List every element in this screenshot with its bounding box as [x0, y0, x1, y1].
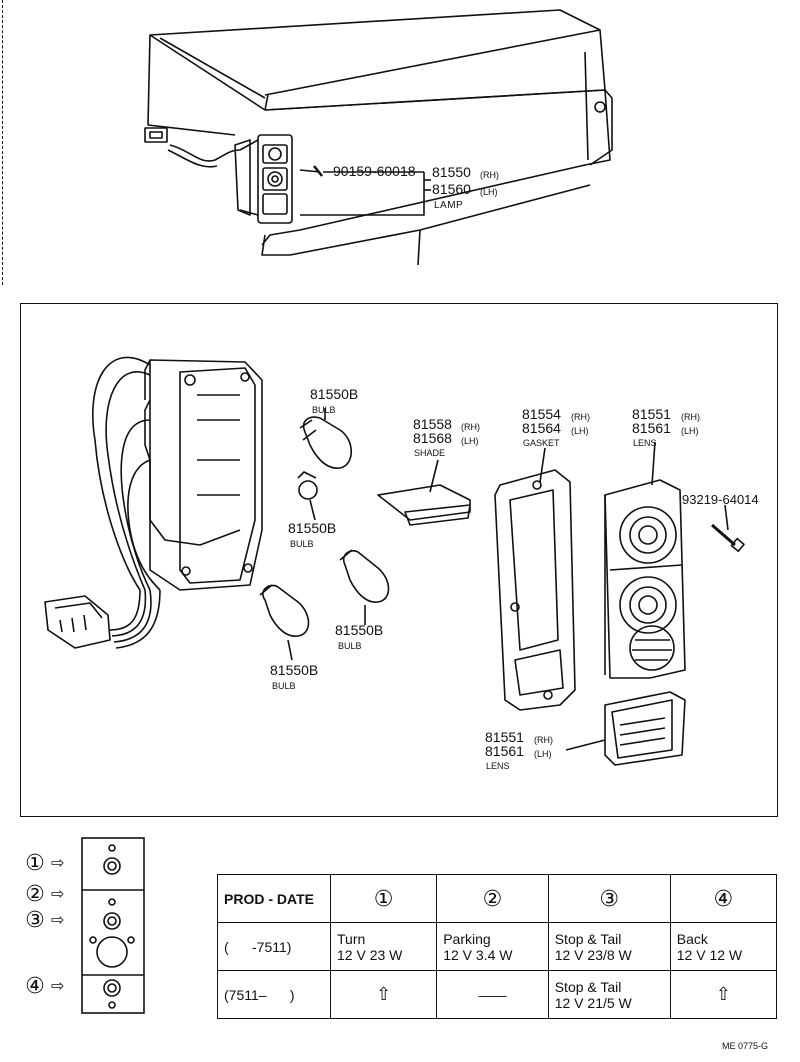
- tailgate-top: [149, 9, 606, 111]
- bulb-top-shape: [299, 416, 353, 469]
- right-arrow-icon: ⇨: [51, 978, 65, 995]
- right-arrow-icon: ⇨: [51, 912, 65, 929]
- callout-number: ③: [25, 907, 45, 932]
- footer-code: ME 0775-G: [722, 1041, 769, 1051]
- callout-number: ④: [25, 973, 45, 998]
- shade-word: SHADE: [414, 448, 446, 458]
- bulb-low-part: 81550B: [270, 662, 319, 678]
- bulb-small-part: 81550B: [288, 520, 337, 536]
- detail-frame: [20, 303, 778, 817]
- row2-col3: Stop & Tail 12 V 21/5 W: [547, 970, 671, 1019]
- lens-lower-rh-part: 81551: [485, 729, 524, 745]
- screw-shape: [711, 523, 745, 553]
- margin-dashed-line: [2, 0, 3, 285]
- lamp-body: [149, 359, 263, 591]
- lamp-rh-side: (RH): [480, 170, 499, 180]
- cell-line: 12 V 23/8 W: [554, 946, 632, 963]
- cell-line: Stop & Tail: [554, 978, 622, 995]
- gasket-rh-part: 81554: [522, 406, 561, 422]
- gasket-lh-side: (LH): [571, 426, 589, 436]
- bulb-small-shape: [297, 471, 318, 500]
- cell-line: 12 V 21/5 W: [554, 994, 632, 1011]
- cell-line: 12 V 23 W: [337, 946, 403, 963]
- row1-col3: Stop & Tail 12 V 23/8 W: [547, 922, 671, 971]
- cell-line: 12 V 3.4 W: [443, 946, 513, 963]
- header-col-1: ①: [329, 874, 438, 923]
- up-arrow-icon: ⇧: [329, 970, 438, 1019]
- bulb-top-part: 81550B: [310, 386, 359, 402]
- row2-date: (7511– ): [217, 970, 331, 1019]
- lens-upper-word: LENS: [633, 438, 657, 448]
- bulb-mid-shape: [339, 549, 390, 603]
- header-col-3: ③: [547, 874, 671, 923]
- gasket-word: GASKET: [523, 438, 560, 448]
- bulb-mid-part: 81550B: [335, 622, 384, 638]
- cell-line: Parking: [443, 930, 491, 947]
- header-prod-date: PROD - DATE: [217, 874, 331, 923]
- callout-3: ③ ⇨: [25, 907, 65, 932]
- cell-line: Back: [676, 930, 708, 947]
- up-arrow-icon: ⇧: [669, 970, 778, 1019]
- lens-upper-lh-part: 81561: [632, 420, 671, 436]
- gasket-rh-side: (RH): [571, 412, 590, 422]
- socket-strip: [81, 837, 145, 1014]
- gasket-shape: [494, 469, 576, 711]
- shade-lh-part: 81568: [413, 430, 452, 446]
- row1-date: ( -7511): [217, 922, 331, 971]
- bulb-mid-word: BULB: [338, 641, 362, 651]
- dash-cell: ——: [436, 970, 549, 1019]
- table-row: ( -7511) Turn 12 V 23 W Parking 12 V 3.4…: [217, 922, 778, 971]
- header-col-2: ②: [436, 874, 549, 923]
- lamp-rh-part: 81550: [432, 164, 471, 180]
- bulb-spec-table: PROD - DATE ① ② ③ ④ ( -7511) Turn 12 V 2…: [217, 874, 778, 1019]
- lamp-lh-part: 81560: [432, 181, 471, 197]
- cell-line: Turn: [337, 930, 366, 947]
- callout-4: ④ ⇨: [25, 973, 65, 998]
- lens-lower-word: LENS: [486, 761, 510, 771]
- shade-shape: [377, 484, 471, 526]
- shade-rh-side: (RH): [461, 422, 480, 432]
- lens-lower-lh-side: (LH): [534, 749, 552, 759]
- lens-lower-lh-part: 81561: [485, 743, 524, 759]
- cell-line: Stop & Tail: [554, 930, 622, 947]
- lens-upper-shape: [604, 479, 686, 679]
- bulb-low-word: BULB: [272, 681, 296, 691]
- callout-2: ② ⇨: [25, 881, 65, 906]
- row1-col2: Parking 12 V 3.4 W: [436, 922, 549, 971]
- lens-lower-rh-side: (RH): [534, 735, 553, 745]
- lens-upper-lh-side: (LH): [681, 426, 699, 436]
- right-arrow-icon: ⇨: [51, 855, 65, 872]
- lamp-lh-side: (LH): [480, 187, 498, 197]
- callout-1: ① ⇨: [25, 850, 65, 875]
- right-arrow-icon: ⇨: [51, 886, 65, 903]
- lamp-word: LAMP: [434, 200, 464, 211]
- bulb-low-shape: [259, 584, 310, 637]
- shade-rh-part: 81558: [413, 416, 452, 432]
- lens-lower-shape: [604, 691, 686, 766]
- table-header-row: PROD - DATE ① ② ③ ④: [217, 874, 778, 923]
- callout-number: ①: [25, 850, 45, 875]
- callout-number: ②: [25, 881, 45, 906]
- lens-upper-rh-part: 81551: [632, 406, 671, 422]
- bulb-top-word: BULB: [312, 405, 336, 415]
- row1-col1: Turn 12 V 23 W: [329, 922, 438, 971]
- bulb-small-word: BULB: [290, 539, 314, 549]
- shade-lh-side: (LH): [461, 436, 479, 446]
- bolt-part-number: 90159-60018: [333, 163, 416, 179]
- cell-line: 12 V 12 W: [676, 946, 743, 963]
- row1-col4: Back 12 V 12 W: [669, 922, 778, 971]
- lamp-housing-top: [257, 134, 293, 224]
- wire-connector: [44, 595, 111, 649]
- lens-upper-rh-side: (RH): [681, 412, 700, 422]
- table-row: (7511– ) ⇧ —— Stop & Tail 12 V 21/5 W ⇧: [217, 970, 778, 1019]
- gasket-lh-part: 81564: [522, 420, 561, 436]
- header-col-4: ④: [669, 874, 778, 923]
- screw-part-number: 93219-64014: [682, 492, 759, 507]
